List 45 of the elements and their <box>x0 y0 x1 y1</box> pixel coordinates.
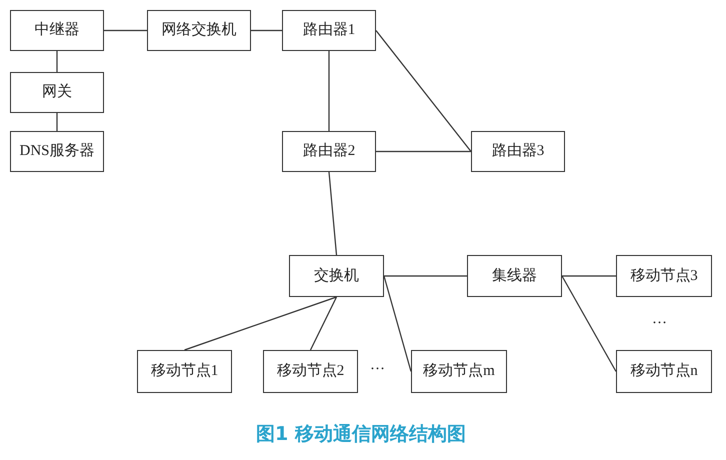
connector-line <box>376 30 472 152</box>
connector-line <box>562 275 616 277</box>
node-box <box>616 350 712 393</box>
connector-line <box>376 150 471 152</box>
connector-line <box>383 276 412 372</box>
connector-line <box>56 51 58 72</box>
connector-line <box>184 296 337 351</box>
node-box <box>10 131 104 172</box>
node-label: 中继器 <box>34 20 80 40</box>
node-box <box>289 255 384 297</box>
node-label: 网络交换机 <box>162 20 236 40</box>
figure-caption: 图1 移动通信网络结构图 <box>256 422 466 447</box>
node-label: 移动节点2 <box>276 362 344 382</box>
node-box <box>616 255 712 297</box>
node-box <box>147 10 251 51</box>
connector-line <box>310 296 338 350</box>
connector-line <box>251 30 282 32</box>
node-label: 移动节点3 <box>630 266 698 286</box>
node-label: 网关 <box>42 82 72 102</box>
node-box <box>282 10 376 51</box>
node-box <box>282 131 376 172</box>
connector-line <box>328 51 330 131</box>
node-box <box>137 350 232 393</box>
connector-line <box>56 113 58 131</box>
node-label: 路由器2 <box>302 142 356 162</box>
node-label: 移动节点m <box>423 362 495 382</box>
node-label: 集线器 <box>492 266 537 286</box>
node-box <box>471 131 565 172</box>
connector-line <box>384 275 467 277</box>
node-label: 路由器3 <box>492 142 544 162</box>
node-box <box>10 10 104 51</box>
node-label: 移动节点n <box>630 362 698 382</box>
ellipsis-label: … <box>652 312 667 327</box>
connector-line <box>328 172 338 256</box>
connector-line <box>561 276 617 372</box>
node-label: 交换机 <box>314 266 359 286</box>
node-label: DNS服务器 <box>19 142 94 162</box>
connector-line <box>104 30 147 32</box>
ellipsis-label: … <box>370 358 385 373</box>
node-label: 移动节点1 <box>150 362 218 382</box>
node-box <box>10 72 104 113</box>
node-box <box>263 350 358 393</box>
node-label: 路由器1 <box>302 20 356 40</box>
node-box <box>467 255 562 297</box>
node-box <box>411 350 507 393</box>
